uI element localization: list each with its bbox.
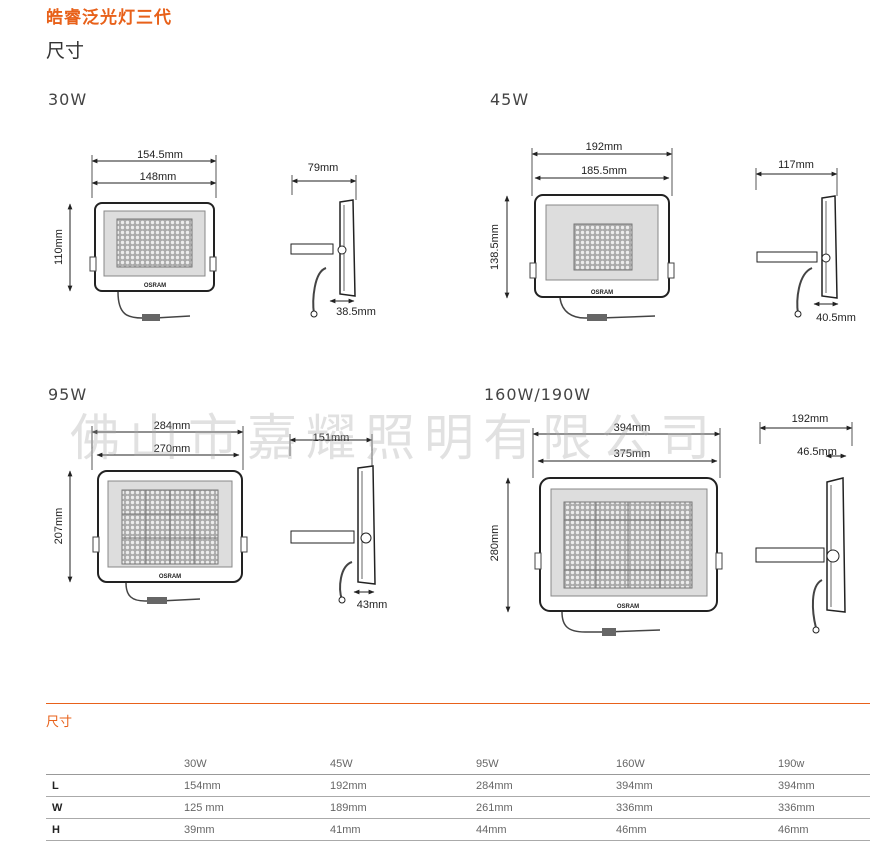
table-row: L 154mm 192mm 284mm 394mm 394mm [46,774,870,797]
front-view-45w: 192mm 185.5mm 138.5mm OSRAM [489,141,675,321]
dim-95w-side-top: 151mm [313,432,350,444]
side-view-95w: 151mm 43mm [289,432,388,611]
osram-logo-95w: OSRAM [159,574,181,580]
table-cell: 46mm [610,818,772,841]
table-row: W 125 mm 189mm 261mm 336mm 336mm [46,796,870,819]
dim-30w-height: 110mm [53,229,65,265]
dim-45w-side-top: 117mm [778,159,814,171]
table-cell: 44mm [470,818,610,841]
dim-160w-side-top: 192mm [792,413,829,425]
dim-45w-side-bottom: 40.5mm [816,312,856,324]
table-cell: 394mm [772,774,870,797]
dimension-table: 30W 45W 95W 160W 190w L 154mm 192mm 284m… [46,753,870,841]
dim-45w-outer-width: 192mm [586,141,623,153]
table-cell: 39mm [178,818,324,841]
table-cell: 154mm [178,774,324,797]
column-header: 160W [610,753,772,775]
side-view-160w-190w: 192mm 46.5mm [755,413,853,634]
table-cell: 394mm [610,774,772,797]
side-view-45w: 117mm 40.5mm [755,159,856,324]
column-header [46,753,178,775]
dim-30w-outer-width: 154.5mm [137,149,183,161]
osram-logo-160w: OSRAM [617,604,639,610]
table-row: H 39mm 41mm 44mm 46mm 46mm [46,818,870,841]
dim-160w-inner-width: 375mm [614,448,651,460]
table-cell: 284mm [470,774,610,797]
front-view-160w-190w: 394mm 375mm 280mm OSRAM [489,422,723,636]
side-view-30w: 79mm 38.5mm [290,162,376,318]
front-view-30w: 154.5mm 148mm 110mm OSRAM [53,149,217,321]
table-cell: 189mm [324,796,470,819]
table-cell: 46mm [772,818,870,841]
osram-logo-45w: OSRAM [591,290,613,296]
dim-160w-outer-width: 394mm [614,422,651,434]
dim-160w-height: 280mm [489,525,501,562]
dim-95w-side-bottom: 43mm [357,599,388,611]
column-header: 95W [470,753,610,775]
dim-45w-height: 138.5mm [489,224,501,270]
table-cell: 125 mm [178,796,324,819]
dim-30w-side-bottom: 38.5mm [336,306,376,318]
dim-30w-inner-width: 148mm [140,171,177,183]
table-cell: 336mm [772,796,870,819]
dim-95w-outer-width: 284mm [154,420,191,432]
model-label-160w-190w: 160W/190W [484,385,592,404]
model-label-95w: 95W [48,385,88,404]
column-header: 30W [178,753,324,775]
front-view-95w: 284mm 270mm 207mm OSRAM [53,420,248,604]
dim-45w-inner-width: 185.5mm [581,165,627,177]
osram-logo-30w: OSRAM [144,283,166,289]
table-cell: 336mm [610,796,772,819]
dimension-drawings: 154.5mm 148mm 110mm OSRAM 79mm 38.5mm 19… [53,141,856,636]
table-cell: 192mm [324,774,470,797]
dim-30w-side-top: 79mm [308,162,339,174]
column-header: 45W [324,753,470,775]
table-header-row: 30W 45W 95W 160W 190w [46,753,870,775]
row-label: L [46,774,178,797]
row-label: H [46,818,178,841]
section-divider [46,703,870,704]
page-title: 皓睿泛光灯三代 [46,8,172,28]
table-heading: 尺寸 [46,715,73,730]
table-cell: 41mm [324,818,470,841]
dim-160w-side-bottom: 46.5mm [797,446,837,458]
model-label-30w: 30W [48,90,88,109]
table-cell: 261mm [470,796,610,819]
dim-95w-height: 207mm [53,508,65,545]
dim-95w-inner-width: 270mm [154,443,191,455]
model-label-45w: 45W [490,90,530,109]
column-header: 190w [772,753,870,775]
row-label: W [46,796,178,819]
section-heading: 尺寸 [46,40,85,62]
